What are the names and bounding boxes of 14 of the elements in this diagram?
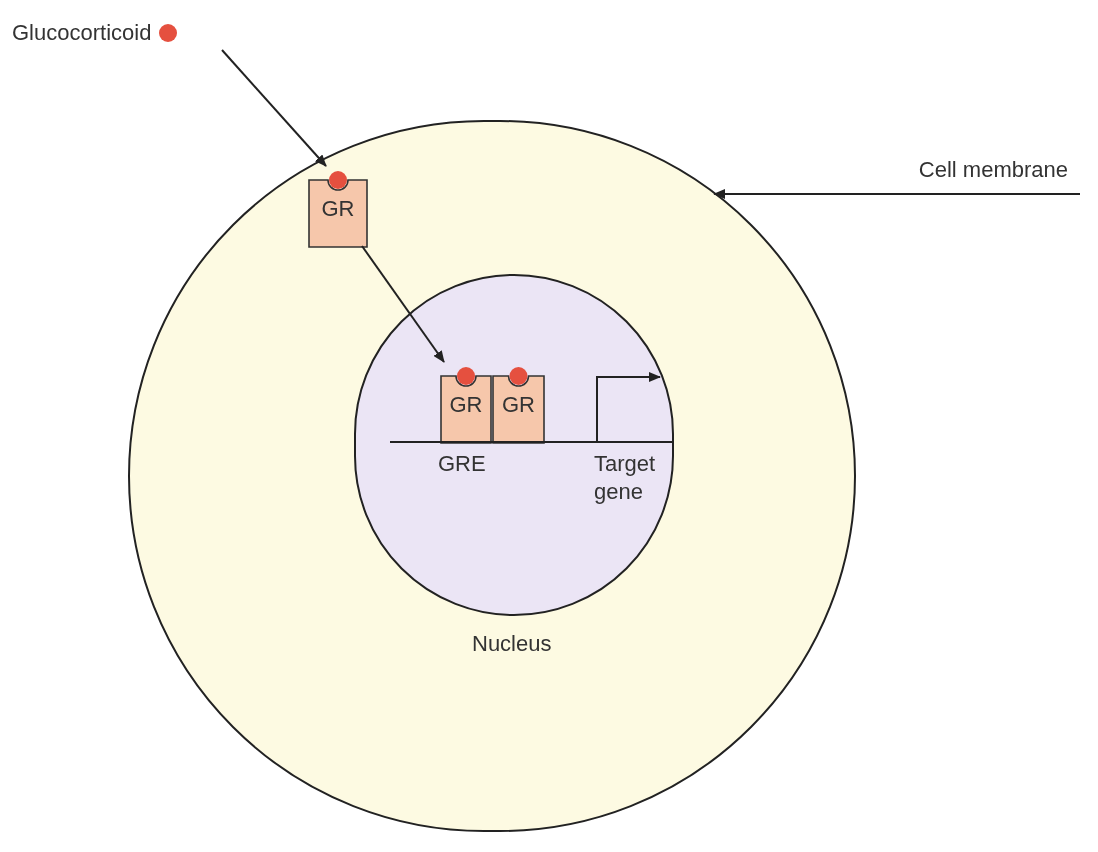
arrow (361, 245, 445, 363)
nucleus-label: Nucleus (472, 630, 552, 658)
membrane-label: Cell membrane (918, 156, 1069, 184)
receptor-label: GR (320, 198, 356, 220)
gene-label: Target gene (594, 450, 657, 505)
receptor-box (440, 364, 492, 444)
receptor-box (492, 364, 545, 444)
receptor-label: GR (448, 394, 484, 416)
element-label: GRE (438, 450, 487, 478)
receptor-box (308, 168, 368, 248)
arrow (221, 49, 327, 167)
arrow (713, 189, 1081, 199)
molecule-label: Glucocorticoid (12, 19, 152, 47)
receptor-label: GR (501, 394, 536, 416)
